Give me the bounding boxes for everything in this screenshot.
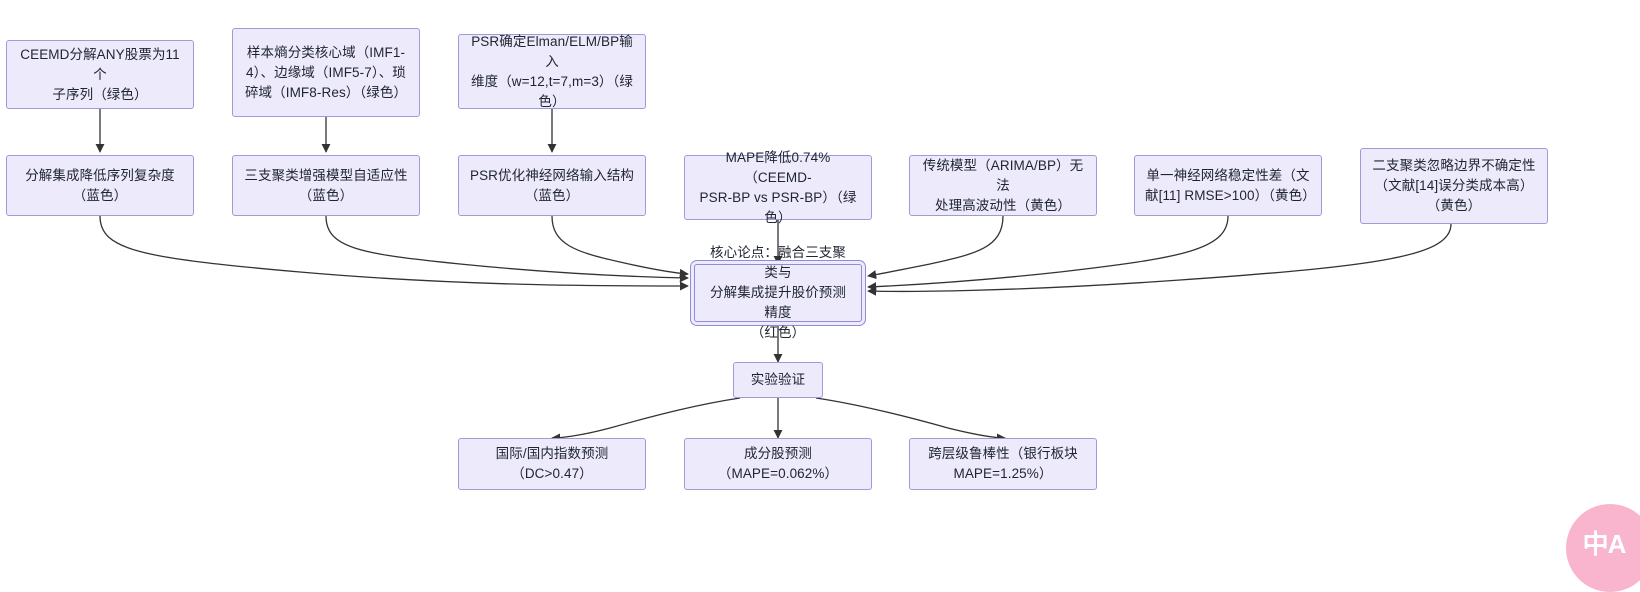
node-sample-entropy[interactable]: 样本熵分类核心域（IMF1- 4）、边缘域（IMF5-7）、琐 碎域（IMF8-… — [232, 28, 420, 117]
node-two-way-clustering-label: 二支聚类忽略边界不确定性 （文献[14]误分类成本高） （黄色） — [1372, 158, 1536, 213]
node-component-stock-forecast-label: 成分股预测 （MAPE=0.062%） — [717, 446, 839, 481]
node-psr-dimension[interactable]: PSR确定Elman/ELM/BP输入 维度（w=12,t=7,m=3）（绿 色… — [458, 34, 646, 109]
node-traditional-model-label: 传统模型（ARIMA/BP）无法 处理高波动性（黄色） — [922, 157, 1084, 213]
node-psr-input-structure-label: PSR优化神经网络输入结构 （蓝色） — [469, 167, 635, 203]
watermark-badge: 中A — [1566, 504, 1640, 592]
edge-traditional-to-core — [867, 215, 1004, 280]
edge-singlenn-to-core — [867, 215, 1229, 292]
node-three-way-adaptivity[interactable]: 三支聚类增强模型自适应性 （蓝色） — [232, 155, 420, 216]
edge-experiment-to-crosslevel — [815, 397, 1006, 443]
node-traditional-model[interactable]: 传统模型（ARIMA/BP）无法 处理高波动性（黄色） — [909, 155, 1097, 216]
node-two-way-clustering[interactable]: 二支聚类忽略边界不确定性 （文献[14]误分类成本高） （黄色） — [1360, 148, 1548, 224]
node-psr-input-structure[interactable]: PSR优化神经网络输入结构 （蓝色） — [458, 155, 646, 216]
node-sample-entropy-label: 样本熵分类核心域（IMF1- 4）、边缘域（IMF5-7）、琐 碎域（IMF8-… — [244, 44, 408, 100]
node-mape-reduction-label: MAPE降低0.74%（CEEMD- PSR-BP vs PSR-BP）（绿 色… — [699, 149, 857, 225]
edge-twoway-to-core — [867, 223, 1452, 296]
node-cross-level-robustness[interactable]: 跨层级鲁棒性（银行板块 MAPE=1.25%） — [909, 438, 1097, 490]
node-experiment-validation[interactable]: 实验验证 — [733, 362, 823, 398]
node-index-forecast[interactable]: 国际/国内指数预测 （DC>0.47） — [458, 438, 646, 490]
node-component-stock-forecast[interactable]: 成分股预测 （MAPE=0.062%） — [684, 438, 872, 490]
node-ceemd[interactable]: CEEMD分解ANY股票为11个 子序列（绿色） — [6, 40, 194, 109]
node-decomposition-complexity[interactable]: 分解集成降低序列复杂度 （蓝色） — [6, 155, 194, 216]
diagram-canvas: CEEMD分解ANY股票为11个 子序列（绿色） 样本熵分类核心域（IMF1- … — [6, 28, 1640, 592]
node-single-neural-network-label: 单一神经网络稳定性差（文 献[11] RMSE>100）（黄色） — [1145, 167, 1316, 203]
node-psr-dimension-label: PSR确定Elman/ELM/BP输入 维度（w=12,t=7,m=3）（绿 色… — [471, 33, 633, 109]
node-ceemd-label: CEEMD分解ANY股票为11个 子序列（绿色） — [20, 46, 180, 102]
edge-psrstructure-to-core — [551, 215, 689, 278]
node-core-claim-label: 核心论点：融合三支聚类与 分解集成提升股价预测精度 （红色） — [710, 245, 846, 340]
node-core-claim[interactable]: 核心论点：融合三支聚类与 分解集成提升股价预测精度 （红色） — [694, 245, 862, 340]
node-three-way-adaptivity-label: 三支聚类增强模型自适应性 （蓝色） — [244, 167, 408, 203]
edge-experiment-to-index — [551, 397, 741, 443]
node-index-forecast-label: 国际/国内指数预测 （DC>0.47） — [495, 446, 609, 481]
node-cross-level-robustness-label: 跨层级鲁棒性（银行板块 MAPE=1.25%） — [928, 446, 1078, 481]
node-single-neural-network[interactable]: 单一神经网络稳定性差（文 献[11] RMSE>100）（黄色） — [1134, 155, 1322, 216]
node-experiment-validation-label: 实验验证 — [750, 372, 806, 387]
edge-decomp-to-core — [99, 215, 689, 291]
edge-threeway-to-core — [325, 215, 689, 283]
node-mape-reduction[interactable]: MAPE降低0.74%（CEEMD- PSR-BP vs PSR-BP）（绿 色… — [684, 150, 872, 225]
watermark-label: 中A — [1582, 528, 1627, 559]
node-decomposition-complexity-label: 分解集成降低序列复杂度 （蓝色） — [25, 167, 175, 203]
